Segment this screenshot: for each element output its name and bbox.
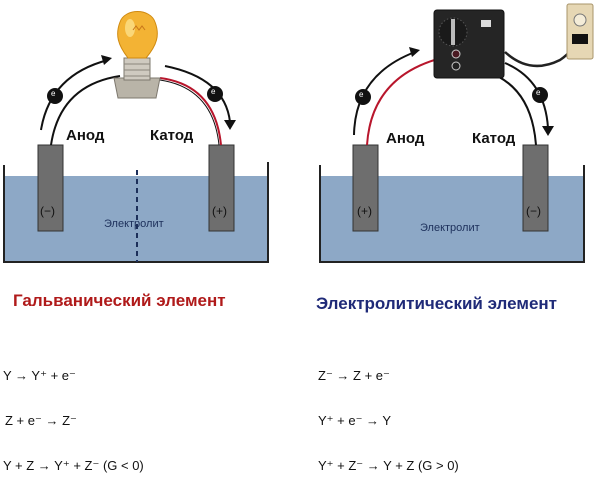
electrolytic-beaker (319, 165, 585, 263)
galvanic-electrolyte-label: Электролит (104, 218, 164, 230)
galvanic-equation-reduction: Z + e⁻ → Z⁻ (5, 413, 77, 428)
galvanic-cathode-sign: (+) (212, 204, 227, 218)
arrowhead-icon (409, 47, 420, 57)
electron-label: e (211, 87, 216, 96)
galvanic-equation-oxidation: Y → Y⁺ + e⁻ (3, 368, 76, 383)
electrolytic-anode-electrode (352, 144, 379, 232)
galvanic-title: Гальванический элемент (13, 291, 226, 310)
light-bulb-icon (113, 11, 161, 99)
galvanic-wire-anode (50, 75, 121, 146)
power-supply-icon (433, 9, 505, 79)
electrolytic-electron-arrow-right (504, 62, 549, 129)
galvanic-equation-overall: Y + Z → Y⁺ + Z⁻ (G < 0) (3, 458, 144, 473)
electron-icon (532, 87, 548, 103)
galvanic-anode-sign: (−) (40, 204, 55, 218)
electrolytic-cell (319, 3, 594, 263)
electrolytic-equation-reduction: Y⁺ + e⁻ → Y (318, 413, 392, 428)
electron-label: e (51, 89, 56, 98)
electrolytic-anode-sign: (+) (357, 204, 372, 218)
electrolytic-equation-oxidation: Z⁻ → Z + e⁻ (318, 368, 390, 383)
galvanic-wire-cathode (159, 77, 222, 146)
electron-icon (47, 88, 63, 104)
galvanic-anode-label: Анод (66, 127, 105, 144)
galvanic-anode-electrode (37, 144, 64, 232)
electrolytic-electron-arrow-left (353, 51, 416, 136)
galvanic-electron-arrow-left (40, 59, 109, 131)
galvanic-electron-arrow-right (164, 65, 231, 123)
arrowhead-icon (224, 120, 236, 130)
electrolytic-title: Электролитический элемент (316, 294, 557, 313)
galvanic-cathode-electrode (208, 144, 235, 232)
electrolytic-cathode-sign: (−) (526, 204, 541, 218)
galvanic-cathode-label: Катод (150, 127, 194, 144)
electrolytic-cathode-label: Катод (472, 130, 516, 147)
electrolytic-cathode-electrode (522, 144, 549, 232)
electron-icon (207, 86, 223, 102)
arrowhead-icon (542, 126, 554, 136)
electron-label: e (359, 90, 364, 99)
arrowhead-icon (101, 55, 112, 65)
electrolytic-electrolyte-label: Электролит (420, 222, 480, 234)
electrolytic-equation-overall: Y⁺ + Z⁻ → Y + Z (G > 0) (318, 458, 459, 473)
wall-outlet-icon (566, 3, 594, 60)
electron-icon (355, 89, 371, 105)
electron-label: e (536, 88, 541, 97)
electrolytic-anode-label: Анод (386, 130, 425, 147)
galvanic-cell (3, 11, 269, 263)
